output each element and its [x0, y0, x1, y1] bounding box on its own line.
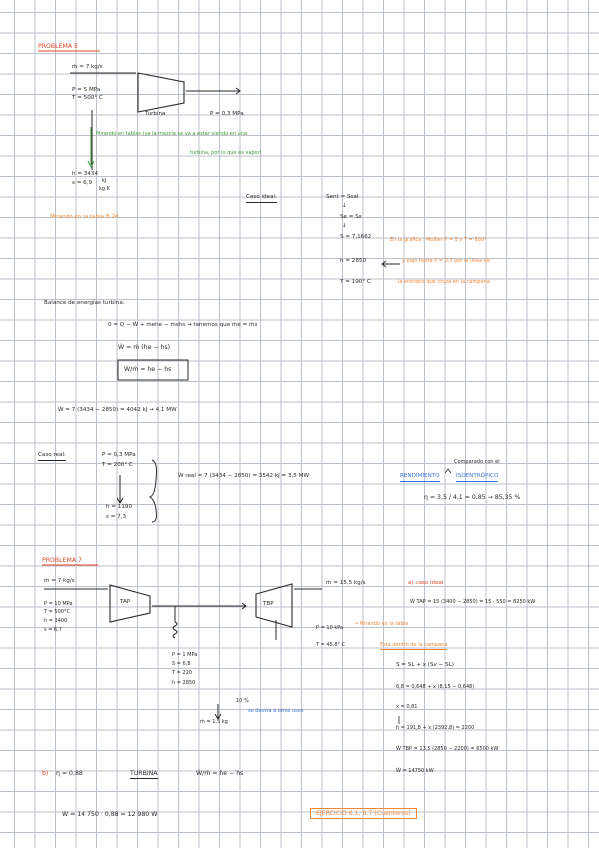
entropy-mix-numeric: 6,8 = 0,648 + x (8,15 − 0,648) [396, 684, 475, 690]
p1-entropy: s = 6,9 [72, 180, 93, 186]
balance-title: Balance de energías turbina: [44, 300, 125, 306]
mid-temperature: T = 220 [172, 670, 192, 676]
p2-enthalpy: h = 3400 [44, 618, 68, 624]
work-equation: Ẇ = ṁ (he − hs) [118, 344, 171, 351]
mid-entropy: S = 6,8 [172, 661, 191, 667]
ideal-entropy-value: S = 7,1662 [340, 234, 372, 240]
p2-temperature: T = 500°C [44, 609, 70, 615]
efficiency-b: η = 0,88 [56, 770, 83, 777]
real-pressure: P = 0,3 MPa [102, 452, 136, 458]
ideal-enthalpy: h = 2850 [340, 258, 367, 264]
tap-shape [109, 584, 151, 623]
ideal-temperature: T = 190° C [340, 279, 371, 285]
extraction-coil [172, 621, 178, 639]
final-work: Ẇ = 14 750 · 0,88 = 12 980 W [62, 811, 158, 818]
isoentropico-label: ISOENTRÓPICO [456, 473, 499, 482]
real-bracket [148, 459, 157, 523]
wm-box [117, 359, 189, 381]
heading-problema-7: PROBLEMA 7 [42, 557, 82, 564]
mid-pressure: P = 1 MPa [172, 652, 198, 658]
case-a-label: a) caso ideal [408, 580, 444, 586]
ideal-case-label: Caso ideal: [246, 194, 277, 203]
compared-note: Comparado con el [454, 459, 500, 465]
ideal-entropy-equality: Sent = Ssal [326, 194, 359, 200]
mollier-note-2: y bajo hasta P = 0,3 por la línea de [402, 258, 491, 264]
note-arrow [381, 260, 400, 268]
real-temperature: T = 200° C [102, 462, 133, 468]
extracted-mass: ṁ = 1,5 kg [200, 719, 228, 725]
work-per-mass: Ẇ/ṁ = he − hs [124, 366, 172, 373]
balance-equation: 0 = Q − Ẇ + ṁehe − ṁshs → tenemos que ṁe… [108, 322, 258, 328]
p1-inlet-pressure: P = 5 MPa [72, 87, 101, 93]
ideal-se-ss: Se = Ss [340, 214, 362, 220]
p2-mass-out: ṁ = 15,5 kg/s [326, 580, 366, 586]
case-b-label: b) [42, 770, 49, 777]
p2-mass-flow: ṁ = 7 kg/s [44, 578, 75, 584]
outlet-arrow-1 [186, 87, 241, 95]
work-tbp: Ẇ TBP = 13,5 (2850 − 2200) = 6500 kW [396, 746, 499, 752]
tap-label: TAP [120, 599, 131, 605]
entropy-units-top: kJ [102, 178, 107, 184]
real-arrow [116, 475, 124, 504]
p1-enthalpy: h = 3434 [72, 171, 99, 177]
ideal-arrow-1: ↓ [342, 203, 347, 209]
work-per-mass-b: Ẇ/ṁ = he − hs [196, 770, 244, 777]
work-result: Ẇ = 7 (3434 − 2850) = 4042 kJ → 4,1 MW [58, 407, 177, 413]
real-enthalpy: h = 1190 [106, 504, 133, 510]
mollier-note-1: En la gráfica : Mollier P = 5 y T = 500° [390, 237, 487, 243]
quality-value: x = 0,81 [396, 704, 418, 710]
efficiency-equation: η = 3,5 / 4,1 = 0,85 → 85,35 % [424, 494, 521, 501]
ten-percent: 10 % [236, 698, 249, 704]
mid-enthalpy: h = 2850 [172, 680, 196, 686]
tbp-temperature: T = 45,8° C [316, 642, 346, 648]
tables-note-line2: turbina, por lo que es vapor) [190, 150, 262, 156]
rendimiento-label: RENDIMIENTO [400, 473, 440, 482]
table-lookup-note: → Mirando en la tabla [354, 621, 409, 627]
green-bracket [87, 127, 95, 169]
p1-outlet-pressure: P = 0,3 MPa [210, 111, 244, 117]
enthalpy-mix-equation: h = 191,8 + x (2392,8) = 2200 [396, 725, 475, 731]
ten-percent-arrow [214, 704, 222, 720]
mollier-note-3: la entropía que cruza en la campana [398, 279, 490, 285]
inside-dome-note: Está dentro de la campana [380, 642, 448, 650]
superscript-mark [444, 468, 452, 474]
work-tap: Ẇ TAP = 15 (3400 − 2850) = 15 · 550 = 82… [410, 599, 536, 605]
deviation-note: se desvía a otros usos [248, 708, 304, 714]
p2-pressure: P = 10 MPa [44, 601, 73, 607]
turbine-word: TURBINA [130, 770, 158, 780]
real-case-label: Caso real: [38, 452, 66, 461]
tbp-shape [255, 583, 293, 628]
p2-entropy: s = 6,7 [44, 627, 62, 633]
tbp-pressure: P = 10 kPa [316, 625, 344, 631]
entropy-units-bottom: kg K [99, 186, 110, 192]
p1-inlet-temperature: T = 500° C [72, 95, 103, 101]
real-entropy: s = 7,3 [106, 514, 127, 520]
table-reference: Mirando en la tabla B.24 [50, 214, 119, 220]
tbp-label: TBP [263, 601, 274, 607]
real-work: Ẇ real = 7 (3434 − 2850) = 3542 kJ = 3,5… [178, 473, 309, 479]
heading-problema-5: PROBLEMA 5 [38, 43, 78, 50]
exercise-box: EJERCICIO 6.1, 6.7 (Cuenteros) [310, 808, 417, 820]
p1-mass-flow: ṁ = 7 kg/s [72, 64, 103, 70]
ideal-arrow-2: ↓ [342, 223, 347, 229]
turbine-1-shape [137, 72, 185, 113]
tables-note-line1: Mirando en tablas (ya la mezcla se va a … [96, 131, 248, 137]
turbine-label: Turbina [145, 111, 166, 117]
tap-to-tbp [152, 602, 247, 610]
entropy-mix-equation: S = SL + x (Sv − SL) [396, 662, 454, 668]
total-work: Ẇ = 14750 kW [396, 768, 434, 774]
